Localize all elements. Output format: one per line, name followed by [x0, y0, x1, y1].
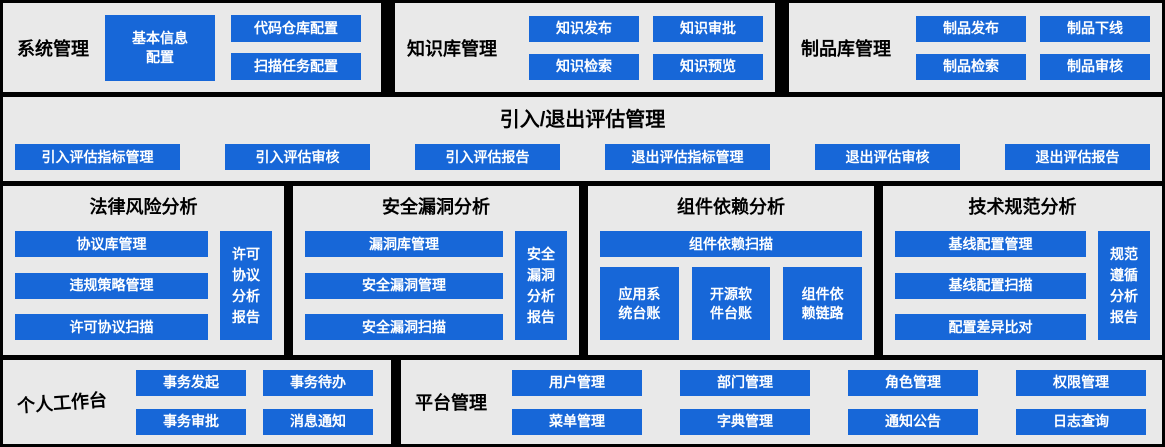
dependency-body: 组件依赖扫描 应用系 统台账 开源软 件台账 组件依 赖链路 — [600, 231, 863, 340]
baseline-config-mgmt-button[interactable]: 基线配置管理 — [895, 231, 1086, 257]
knowledge-button-group: 知识发布 知识审批 知识检索 知识预览 — [529, 15, 763, 80]
legal-risk-title: 法律风险分析 — [89, 197, 198, 217]
log-query-button[interactable]: 日志查询 — [1016, 408, 1146, 435]
panel-system-management: 系统管理 基本信息 配置 代码仓库配置 扫描任务配置 — [3, 3, 381, 92]
spec-compliance-report-button[interactable]: 规范 遵循 分析 报告 — [1098, 231, 1150, 340]
dependency-button-group: 应用系 统台账 开源软 件台账 组件依 赖链路 — [600, 267, 863, 340]
panel-personal-workbench: 个人工作台 事务发起 事务待办 事务审批 消息通知 — [3, 360, 391, 444]
tech-body: 基线配置管理 基线配置扫描 配置差异比对 规范 遵循 分析 报告 — [895, 231, 1150, 340]
workbench-button-group: 事务发起 事务待办 事务审批 消息通知 — [136, 369, 373, 435]
message-notification-button[interactable]: 消息通知 — [263, 408, 373, 435]
dependency-title: 组件依赖分析 — [677, 197, 785, 217]
evaluation-row: 引入/退出评估管理 引入评估指标管理 引入评估审核 引入评估报告 退出评估指标管… — [3, 97, 1162, 181]
dependency-chain-button[interactable]: 组件依 赖链路 — [783, 267, 863, 340]
top-row: 系统管理 基本信息 配置 代码仓库配置 扫描任务配置 知识库管理 知识发布 知识… — [3, 3, 1162, 92]
evaluation-button-group: 引入评估指标管理 引入评估审核 引入评估报告 退出评估指标管理 退出评估审核 退… — [15, 144, 1150, 170]
panel-knowledge-base-management: 知识库管理 知识发布 知识审批 知识检索 知识预览 — [395, 3, 775, 92]
knowledge-base-title: 知识库管理 — [407, 38, 497, 59]
panel-platform-management: 平台管理 用户管理 部门管理 角色管理 权限管理 菜单管理 字典管理 通知公告 … — [401, 360, 1162, 444]
artifact-publish-button[interactable]: 制品发布 — [916, 15, 1026, 42]
code-repo-config-button[interactable]: 代码仓库配置 — [231, 15, 361, 42]
evaluation-title: 引入/退出评估管理 — [499, 109, 666, 131]
knowledge-publish-button[interactable]: 知识发布 — [529, 15, 639, 42]
baseline-config-scan-button[interactable]: 基线配置扫描 — [895, 272, 1086, 299]
vuln-button-group: 漏洞库管理 安全漏洞管理 安全漏洞扫描 — [305, 231, 503, 340]
vuln-lib-mgmt-button[interactable]: 漏洞库管理 — [305, 231, 503, 257]
license-analysis-report-button[interactable]: 许可 协议 分析 报告 — [220, 231, 272, 340]
tech-spec-title: 技术规范分析 — [968, 197, 1077, 217]
notice-announcement-button[interactable]: 通知公告 — [848, 408, 978, 435]
user-mgmt-button[interactable]: 用户管理 — [512, 369, 642, 396]
panel-import-exit-evaluation: 引入/退出评估管理 引入评估指标管理 引入评估审核 引入评估报告 退出评估指标管… — [3, 97, 1162, 181]
panel-artifact-repo-management: 制品库管理 制品发布 制品下线 制品检索 制品审核 — [789, 3, 1162, 92]
config-diff-compare-button[interactable]: 配置差异比对 — [895, 314, 1086, 340]
security-vuln-title: 安全漏洞分析 — [382, 197, 490, 217]
vuln-body: 漏洞库管理 安全漏洞管理 安全漏洞扫描 安全 漏洞 分析 报告 — [305, 231, 567, 340]
artifact-offline-button[interactable]: 制品下线 — [1040, 15, 1150, 42]
dept-mgmt-button[interactable]: 部门管理 — [680, 369, 810, 396]
system-management-title: 系统管理 — [17, 38, 89, 59]
platform-title: 平台管理 — [415, 393, 487, 413]
role-mgmt-button[interactable]: 角色管理 — [848, 369, 978, 396]
system-button-group: 代码仓库配置 扫描任务配置 — [231, 15, 361, 80]
permission-mgmt-button[interactable]: 权限管理 — [1016, 369, 1146, 396]
scan-task-config-button[interactable]: 扫描任务配置 — [231, 53, 361, 80]
import-eval-report-button[interactable]: 引入评估报告 — [415, 144, 560, 170]
dependency-scan-button[interactable]: 组件依赖扫描 — [600, 231, 862, 257]
menu-mgmt-button[interactable]: 菜单管理 — [512, 408, 642, 435]
oss-ledger-button[interactable]: 开源软 件台账 — [691, 267, 771, 340]
panel-security-vuln-analysis: 安全漏洞分析 漏洞库管理 安全漏洞管理 安全漏洞扫描 安全 漏洞 分析 报告 — [293, 186, 579, 355]
vuln-mgmt-button[interactable]: 安全漏洞管理 — [305, 272, 503, 299]
exit-eval-report-button[interactable]: 退出评估报告 — [1005, 144, 1150, 170]
knowledge-preview-button[interactable]: 知识预览 — [653, 53, 763, 80]
tech-button-group: 基线配置管理 基线配置扫描 配置差异比对 — [895, 231, 1086, 340]
panel-tech-spec-analysis: 技术规范分析 基线配置管理 基线配置扫描 配置差异比对 规范 遵循 分析 报告 — [883, 186, 1162, 355]
import-eval-metric-mgmt-button[interactable]: 引入评估指标管理 — [15, 144, 180, 170]
license-lib-mgmt-button[interactable]: 协议库管理 — [15, 231, 208, 257]
bottom-row: 个人工作台 事务发起 事务待办 事务审批 消息通知 平台管理 用户管理 部门管理… — [3, 360, 1162, 444]
knowledge-approval-button[interactable]: 知识审批 — [653, 15, 763, 42]
legal-button-group: 协议库管理 违规策略管理 许可协议扫描 — [15, 231, 208, 340]
vuln-scan-button[interactable]: 安全漏洞扫描 — [305, 314, 503, 340]
vuln-analysis-report-button[interactable]: 安全 漏洞 分析 报告 — [515, 231, 567, 340]
artifact-repo-title: 制品库管理 — [801, 38, 891, 59]
exit-eval-metric-mgmt-button[interactable]: 退出评估指标管理 — [605, 144, 770, 170]
platform-button-group: 用户管理 部门管理 角色管理 权限管理 菜单管理 字典管理 通知公告 日志查询 — [512, 369, 1146, 435]
panel-legal-risk-analysis: 法律风险分析 协议库管理 违规策略管理 许可协议扫描 许可 协议 分析 报告 — [3, 186, 284, 355]
basic-info-config-button[interactable]: 基本信息 配置 — [105, 14, 215, 81]
task-initiate-button[interactable]: 事务发起 — [136, 369, 246, 396]
artifact-button-group: 制品发布 制品下线 制品检索 制品审核 — [916, 15, 1150, 80]
license-scan-button[interactable]: 许可协议扫描 — [15, 314, 208, 340]
artifact-search-button[interactable]: 制品检索 — [916, 53, 1026, 80]
task-todo-button[interactable]: 事务待办 — [263, 369, 373, 396]
import-eval-review-button[interactable]: 引入评估审核 — [225, 144, 370, 170]
violation-policy-mgmt-button[interactable]: 违规策略管理 — [15, 272, 208, 299]
task-approval-button[interactable]: 事务审批 — [136, 408, 246, 435]
workbench-title: 个人工作台 — [16, 389, 108, 417]
dict-mgmt-button[interactable]: 字典管理 — [680, 408, 810, 435]
legal-body: 协议库管理 违规策略管理 许可协议扫描 许可 协议 分析 报告 — [15, 231, 272, 340]
knowledge-search-button[interactable]: 知识检索 — [529, 53, 639, 80]
exit-eval-review-button[interactable]: 退出评估审核 — [815, 144, 960, 170]
analysis-row: 法律风险分析 协议库管理 违规策略管理 许可协议扫描 许可 协议 分析 报告 安… — [3, 186, 1162, 355]
panel-dependency-analysis: 组件依赖分析 组件依赖扫描 应用系 统台账 开源软 件台账 组件依 赖链路 — [588, 186, 874, 355]
artifact-review-button[interactable]: 制品审核 — [1040, 53, 1150, 80]
app-system-ledger-button[interactable]: 应用系 统台账 — [600, 267, 679, 340]
